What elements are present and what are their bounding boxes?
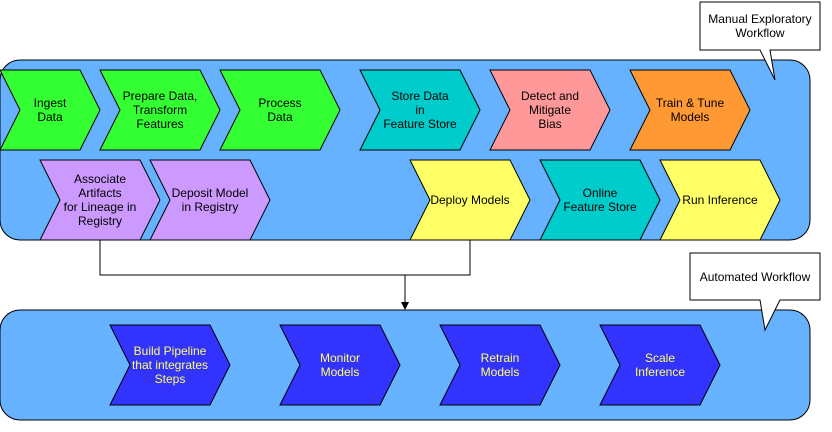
manual-workflow-callout: [699, 1, 821, 81]
step-deploy-models: [409, 159, 531, 241]
step-online-feature-store: [539, 159, 661, 241]
automated-workflow-callout: [689, 252, 821, 332]
step-prepare-data: [99, 69, 221, 151]
connector-line: [99, 240, 471, 303]
step-store-feature-store: [359, 69, 481, 151]
step-build-pipeline: [109, 324, 231, 406]
step-run-inference: [659, 159, 781, 241]
step-process-data: [219, 69, 341, 151]
step-scale-inference: [599, 324, 721, 406]
step-deposit-model: [149, 159, 271, 241]
step-retrain-models: [439, 324, 561, 406]
step-train-tune: [629, 69, 751, 151]
connector-arrowhead: [401, 302, 409, 310]
step-ingest-data: [0, 69, 101, 151]
step-detect-bias: [489, 69, 611, 151]
step-monitor-models: [279, 324, 401, 406]
step-associate-artifacts: [39, 159, 161, 241]
